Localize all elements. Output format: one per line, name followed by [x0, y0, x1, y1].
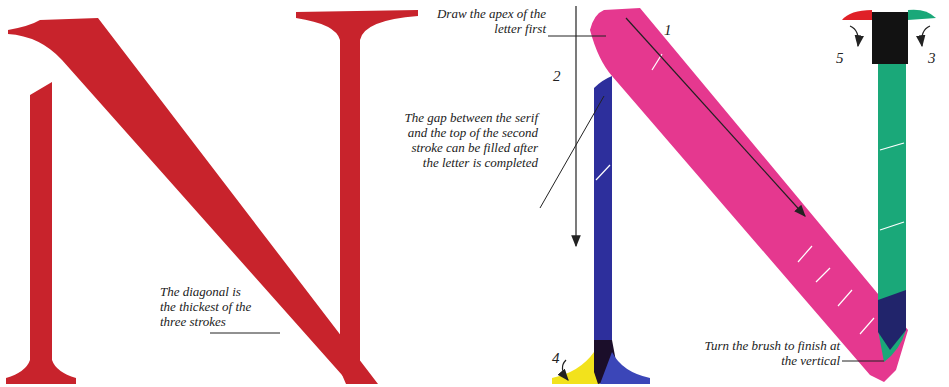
arrow-1: [626, 18, 805, 216]
annotation-note: Draw the apex of the letter first: [420, 6, 546, 36]
division: [880, 222, 904, 230]
callout-number: 4: [552, 350, 560, 366]
annotation-note: Turn the brush to finish at the vertical: [690, 338, 840, 368]
right-stem: [296, 10, 418, 384]
stroke-4-foot: [600, 352, 650, 384]
arrow-4: [562, 360, 568, 380]
division: [880, 143, 904, 150]
division: [860, 318, 874, 334]
diagonal-stroke: [8, 18, 378, 384]
leader-lines: [210, 36, 884, 361]
stroke-overlap-bottom: [878, 290, 906, 350]
annotation-note: The gap between the serif and the top of…: [398, 110, 538, 170]
annotation-note: The diagonal is the thickest of the thre…: [160, 284, 260, 329]
stroke-diagram-n: [552, 8, 936, 384]
division: [816, 268, 830, 282]
callout-number: 1: [664, 22, 672, 38]
division: [838, 290, 852, 306]
leader-line: [548, 36, 606, 37]
callout-number: 5: [836, 50, 844, 66]
stroke-1: [590, 8, 908, 382]
division: [596, 165, 610, 180]
stroke-divisions: [596, 54, 904, 334]
red-letter-n: [6, 10, 418, 384]
stroke-3: [878, 40, 906, 362]
arrow-3: [922, 26, 930, 46]
callout-number: 3: [928, 50, 936, 66]
leader-line: [842, 361, 884, 362]
stroke-2: [594, 76, 612, 352]
arrow-5: [850, 26, 858, 46]
callout-number: 2: [553, 68, 561, 84]
division: [798, 246, 812, 262]
stroke-5-serif: [842, 10, 872, 20]
leader-line: [540, 96, 604, 208]
left-stem: [6, 82, 76, 384]
stroke-3-serif: [908, 10, 936, 20]
stroke-5-top: [872, 12, 908, 64]
leader-line: [210, 333, 280, 334]
direction-arrows: [562, 6, 930, 380]
arrow-2: [575, 6, 576, 246]
